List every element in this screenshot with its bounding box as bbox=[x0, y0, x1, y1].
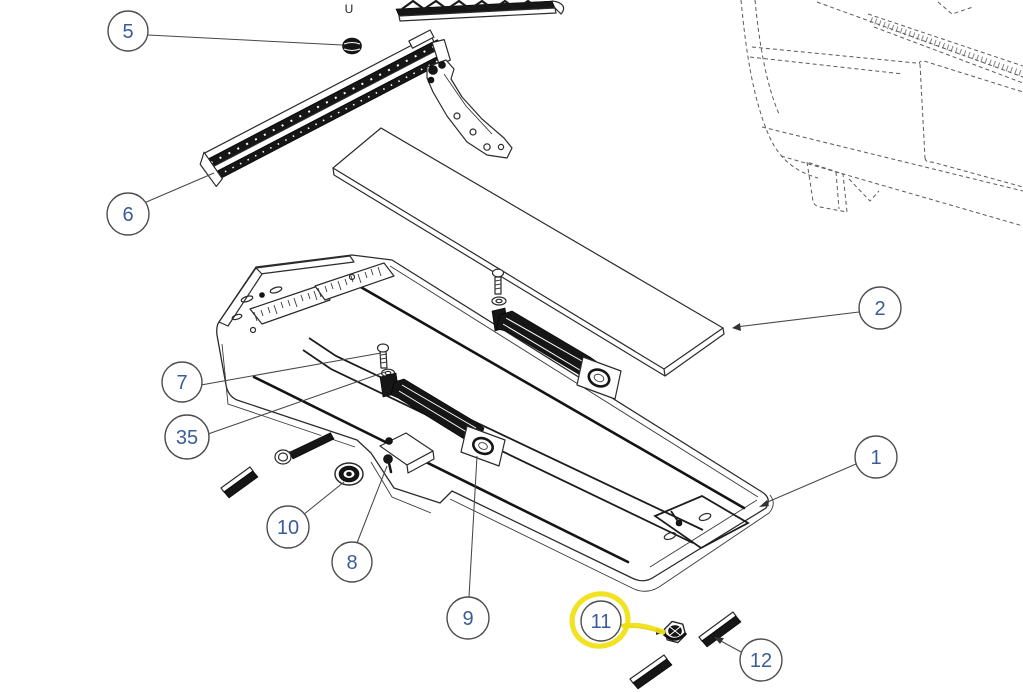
callout-7-number: 7 bbox=[176, 372, 187, 394]
callout-7: 7 bbox=[161, 361, 203, 403]
body-hatch-band bbox=[869, 17, 1023, 77]
bar-strip-bottom bbox=[629, 654, 673, 690]
tray-corner-recess bbox=[653, 494, 750, 550]
leader-lines bbox=[143, 34, 860, 654]
hex-nut-part-11 bbox=[662, 620, 688, 644]
rail-bracket-arm bbox=[426, 59, 513, 159]
callout-8-number: 8 bbox=[346, 552, 357, 574]
callout-1-number: 1 bbox=[870, 447, 881, 469]
callout-2: 2 bbox=[858, 286, 902, 330]
callout-35: 35 bbox=[164, 414, 210, 460]
callout-12: 12 bbox=[739, 638, 783, 682]
rail-part-6 bbox=[199, 29, 451, 188]
arrowhead-2 bbox=[732, 323, 741, 331]
pin-part-8 bbox=[383, 454, 393, 474]
arrowhead-12 bbox=[714, 637, 724, 644]
callout-9: 9 bbox=[446, 596, 490, 640]
bar-strip-part-12 bbox=[698, 611, 742, 648]
bolt-part-7 bbox=[376, 343, 390, 369]
callout-9-number: 9 bbox=[462, 608, 473, 630]
body-foot bbox=[806, 161, 848, 213]
tray-lock-block bbox=[379, 432, 435, 474]
callout-6-number: 6 bbox=[122, 204, 133, 226]
callout-6: 6 bbox=[106, 192, 150, 236]
callout-35-number: 35 bbox=[176, 427, 198, 449]
callout-5: 5 bbox=[107, 10, 149, 52]
truss-zigzag bbox=[401, 0, 540, 11]
callout-balloons: 5 6 2 7 35 10 8 9 bbox=[106, 10, 902, 682]
tray-part-1 bbox=[216, 254, 774, 592]
callout-12-number: 12 bbox=[750, 650, 772, 672]
callout-1: 1 bbox=[854, 435, 898, 479]
ruler-block bbox=[218, 255, 395, 334]
washer-upper-arm bbox=[491, 296, 507, 306]
body-panel-recess bbox=[919, 60, 1023, 188]
callout-2-number: 2 bbox=[874, 298, 885, 320]
bolt-long bbox=[274, 431, 335, 465]
callout-10-number: 10 bbox=[277, 517, 299, 539]
screw-upper-arm bbox=[491, 268, 505, 295]
roller-part-10 bbox=[334, 462, 364, 486]
callout-11-number: 11 bbox=[591, 611, 612, 633]
bar-strip-left bbox=[220, 466, 259, 499]
highlight-annotation-11 bbox=[569, 591, 666, 649]
ruler-ticks-left bbox=[253, 290, 318, 322]
callout-11: 11 bbox=[580, 600, 622, 642]
screw-part-5 bbox=[342, 37, 362, 55]
callout-10: 10 bbox=[266, 505, 310, 549]
cover-plate-part-2 bbox=[332, 127, 725, 377]
arrowhead-1 bbox=[759, 500, 769, 507]
support-arm-lower-part-9 bbox=[379, 372, 506, 467]
stray-label-u: U bbox=[345, 2, 354, 16]
truss-plate-part bbox=[395, 0, 565, 22]
printer-body-outline bbox=[740, 0, 1023, 227]
callout-5-number: 5 bbox=[122, 21, 133, 43]
callout-8: 8 bbox=[331, 541, 373, 583]
support-arm-upper bbox=[491, 307, 622, 400]
